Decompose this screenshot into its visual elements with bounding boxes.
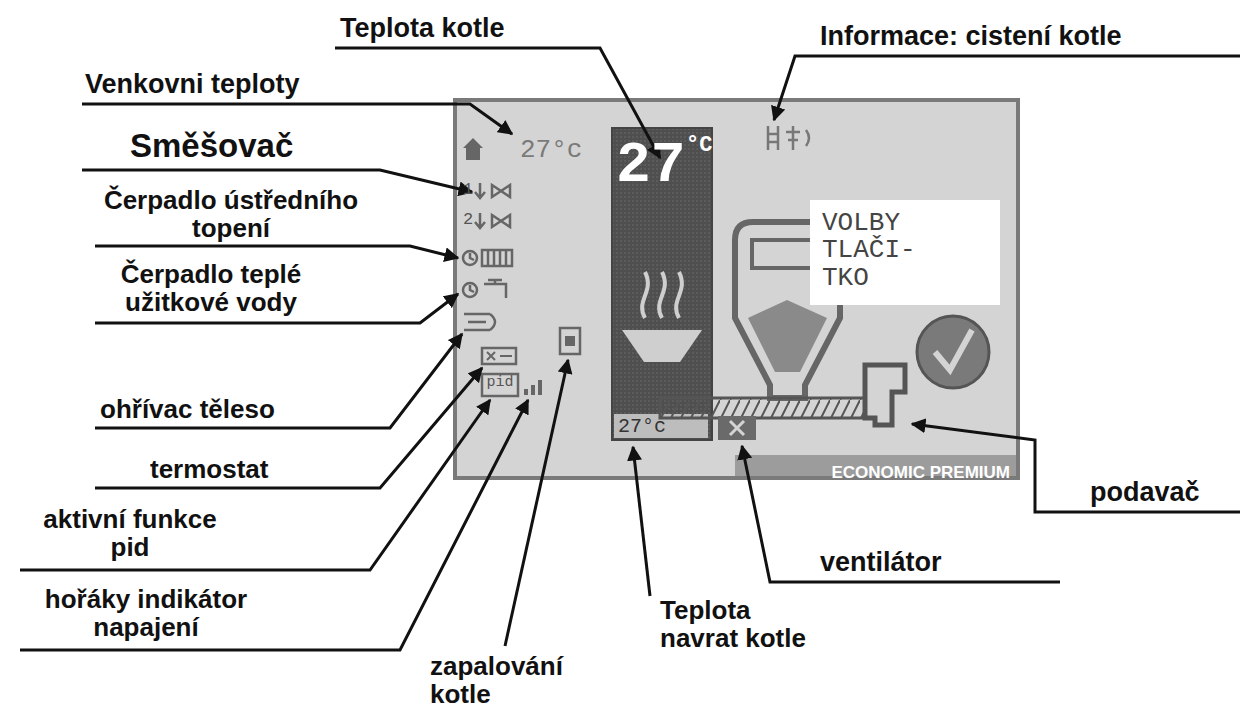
menu-text: VOLBY TLAČI- TKO xyxy=(822,210,944,292)
boiler-column xyxy=(612,128,712,440)
callout-label: ohřívac těleso xyxy=(100,395,275,423)
cleaning-icon xyxy=(768,126,809,150)
callout-label: hořáky indikátor napajení xyxy=(20,585,272,641)
lcd-screen-box: 27°cECONOMIC PREMIUM27°C27°cVOLBY TLAČI-… xyxy=(455,100,1018,483)
ok-circle xyxy=(917,316,989,388)
ignition-core xyxy=(565,336,575,346)
flame-icon xyxy=(642,272,682,318)
pid-icon xyxy=(482,374,518,396)
callout-label: Čerpadlo ústředního topení xyxy=(100,186,362,242)
fan-symbol xyxy=(730,421,744,435)
thermostat-icon xyxy=(482,348,516,364)
return-temp: 27°c xyxy=(618,416,666,437)
mixer-number: 2 xyxy=(463,211,473,228)
lcd-screen xyxy=(455,100,1018,478)
mixer-icons xyxy=(475,183,510,228)
fuel-pile xyxy=(748,300,827,372)
callout-label: Směšovač xyxy=(130,128,293,164)
callout-label: podavač xyxy=(1090,478,1200,507)
boiler-temp: 27 xyxy=(616,136,686,197)
menu-button-box: VOLBY TLAČI- TKO xyxy=(810,200,1000,305)
leader-lines xyxy=(20,48,1240,650)
pump-icons xyxy=(463,250,512,298)
thermostat-mark xyxy=(487,352,512,360)
callout-label: aktivní funkce pid xyxy=(25,505,235,561)
power-bars xyxy=(524,380,542,395)
callout-label: termostat xyxy=(150,455,268,483)
callout-label: Čerpadlo teplé užitkové vody xyxy=(100,260,322,316)
brand-text: ECONOMIC PREMIUM xyxy=(832,464,1011,482)
callout-label: Teplota kotle xyxy=(340,14,505,43)
ok-check xyxy=(935,330,972,370)
house-icon xyxy=(463,138,483,160)
temp-unit: °C xyxy=(686,134,712,157)
outdoor-temp: 27°c xyxy=(520,137,582,164)
fan-box xyxy=(718,416,756,440)
mixer-number: 1 xyxy=(463,181,473,198)
callout-label: ventilátor xyxy=(820,548,942,577)
callout-label: Teplota navrat kotle xyxy=(660,596,832,652)
callout-label: Venkovni teploty xyxy=(85,70,300,99)
callout-label: zapalování kotle xyxy=(430,652,590,708)
boiler-temp-column: 27°C 27°c xyxy=(612,128,718,443)
feeder-screw xyxy=(660,398,865,418)
callout-label: Informace: cistení kotle xyxy=(820,22,1122,51)
pid-text: pid xyxy=(484,375,516,390)
heater-icon xyxy=(464,314,495,330)
burner-bowl xyxy=(622,330,702,362)
ignition-icon xyxy=(560,328,580,354)
feeder-motor xyxy=(865,365,905,425)
